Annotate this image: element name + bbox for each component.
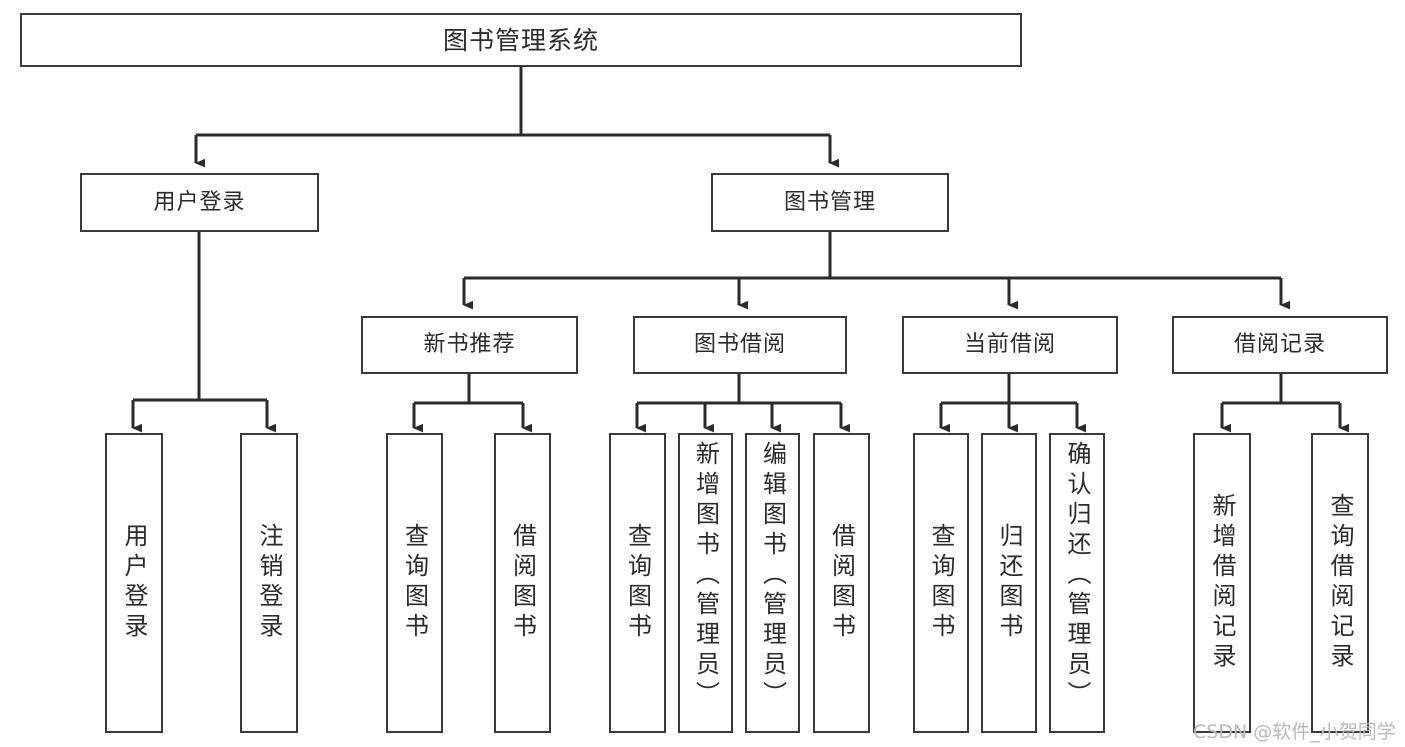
leaf-add-book[interactable]: 新增图书（管理员） [678, 433, 733, 733]
leaf-query-borrow-record[interactable]: 查询借阅记录 [1311, 433, 1369, 733]
node-book-manage[interactable]: 图书管理 [711, 173, 949, 232]
node-label: 编辑图书（管理员） [758, 441, 787, 711]
leaf-add-borrow-record[interactable]: 新增借阅记录 [1193, 433, 1251, 733]
node-label: 图书管理系统 [442, 25, 599, 55]
leaf-query-book-current[interactable]: 查询图书 [913, 433, 969, 733]
node-label: 借阅记录 [1233, 332, 1326, 357]
node-root-system[interactable]: 图书管理系统 [20, 13, 1022, 67]
leaf-user-login[interactable]: 用户登录 [105, 433, 163, 733]
node-label: 当前借阅 [963, 332, 1056, 357]
node-label: 用户登录 [153, 189, 246, 215]
node-label: 确认归还（管理员） [1063, 441, 1091, 711]
leaf-borrow-book-recommend[interactable]: 借阅图书 [494, 433, 551, 733]
node-book-borrow[interactable]: 图书借阅 [633, 316, 847, 374]
node-label: 图书借阅 [693, 332, 786, 357]
node-label: 借阅图书 [827, 523, 856, 643]
node-label: 查询图书 [927, 523, 955, 643]
node-label: 新书推荐 [423, 332, 516, 357]
leaf-logout-login[interactable]: 注销登录 [240, 433, 298, 733]
node-label: 查询借阅记录 [1326, 493, 1354, 673]
node-label: 新增借阅记录 [1208, 493, 1236, 673]
node-label: 借阅图书 [508, 523, 537, 643]
leaf-borrow-book-borrow[interactable]: 借阅图书 [813, 433, 870, 733]
node-borrow-record[interactable]: 借阅记录 [1172, 316, 1388, 374]
leaf-confirm-return[interactable]: 确认归还（管理员） [1049, 433, 1105, 733]
node-label: 查询图书 [400, 523, 429, 643]
node-current-borrow[interactable]: 当前借阅 [902, 316, 1118, 374]
node-label: 图书管理 [783, 189, 876, 215]
node-label: 用户登录 [120, 523, 148, 643]
leaf-query-book-borrow[interactable]: 查询图书 [609, 433, 666, 733]
node-label: 注销登录 [255, 523, 283, 643]
node-label: 归还图书 [995, 523, 1023, 643]
node-label: 查询图书 [623, 523, 652, 643]
node-user-login[interactable]: 用户登录 [80, 173, 319, 232]
node-label: 新增图书（管理员） [691, 441, 720, 711]
watermark-credit: CSDN @软件_小贺同学 [1193, 721, 1396, 743]
leaf-query-book-recommend[interactable]: 查询图书 [386, 433, 443, 733]
leaf-return-book[interactable]: 归还图书 [981, 433, 1037, 733]
leaf-edit-book[interactable]: 编辑图书（管理员） [745, 433, 800, 733]
node-new-book-recommend[interactable]: 新书推荐 [361, 316, 578, 374]
